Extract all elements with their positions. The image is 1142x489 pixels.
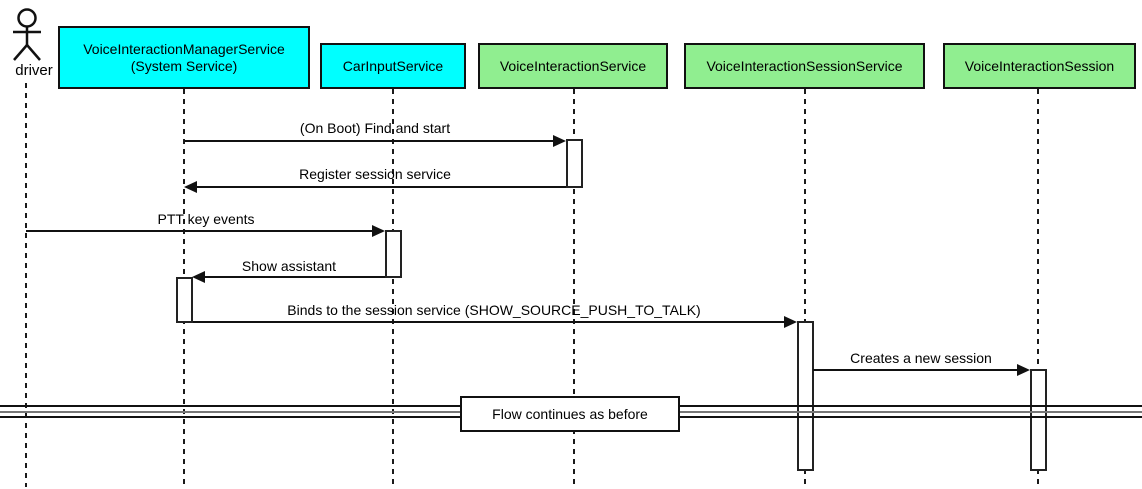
message-label: Creates a new session <box>850 350 992 366</box>
lifeline-voiceinteractionsession <box>1037 89 1039 487</box>
message-line <box>205 276 385 278</box>
arrowhead-left-icon <box>184 181 197 193</box>
actor-label: driver <box>15 62 53 79</box>
message-line <box>197 186 566 188</box>
arrowhead-right-icon <box>372 225 385 237</box>
participant-voiceinteractionsession: VoiceInteractionSession <box>943 43 1136 89</box>
activation-voiceinteractionsession <box>1030 369 1047 471</box>
activation-voiceinteractionmanagerservice <box>176 277 193 323</box>
arrowhead-right-icon <box>1017 364 1030 376</box>
message-label: (On Boot) Find and start <box>299 120 451 136</box>
message-label: Binds to the session service (SHOW_SOURC… <box>287 302 701 318</box>
message-label: Show assistant <box>241 258 337 274</box>
participant-voiceinteractionmanagerservice: VoiceInteractionManagerService (System S… <box>58 26 310 89</box>
divider-label: Flow continues as before <box>492 406 648 422</box>
lifeline-voiceinteractionservice <box>573 89 575 487</box>
lifeline-carinputservice <box>392 89 394 487</box>
participant-carinputservice: CarInputService <box>320 43 466 89</box>
lifeline-voiceinteractionsessionservice <box>804 89 806 487</box>
arrowhead-right-icon <box>553 135 566 147</box>
message-line <box>193 321 784 323</box>
message-line <box>26 230 372 232</box>
activation-voiceinteractionsessionservice <box>797 321 814 471</box>
message-label: Register session service <box>299 166 451 182</box>
activation-carinputservice <box>385 230 402 278</box>
message-line <box>813 369 1017 371</box>
actor-driver: driver <box>7 5 53 79</box>
divider-label-box: Flow continues as before <box>460 396 680 432</box>
participant-voiceinteractionsessionservice: VoiceInteractionSessionService <box>684 43 925 89</box>
lifeline-driver <box>25 83 27 487</box>
arrowhead-left-icon <box>192 271 205 283</box>
message-line <box>184 140 554 142</box>
person-icon <box>13 8 41 61</box>
activation-voiceinteractionservice <box>566 139 583 188</box>
message-label: PTT key events <box>157 211 255 227</box>
participant-voiceinteractionservice: VoiceInteractionService <box>478 43 668 89</box>
arrowhead-right-icon <box>784 316 797 328</box>
